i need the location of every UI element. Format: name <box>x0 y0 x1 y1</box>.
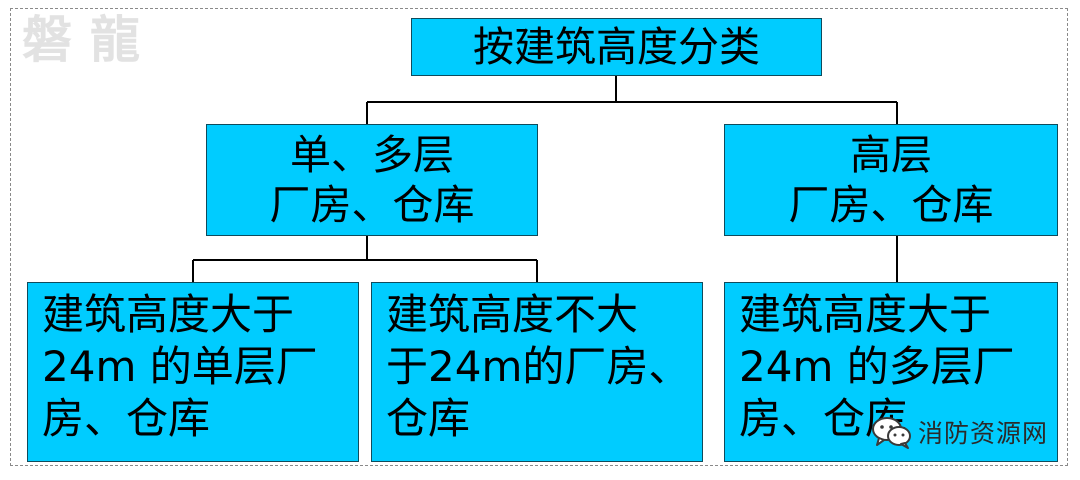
source-watermark: 消防资源网 <box>870 414 1048 450</box>
logo-watermark: 磐龍 <box>22 11 158 69</box>
leaf-single-storey-over-24m: 建筑高度大于 24m 的单层厂 房、仓库 <box>27 282 359 462</box>
node-label-line1: 高层 <box>850 131 932 179</box>
leaf-line3: 房、仓库 <box>42 394 211 443</box>
node-label-line1: 单、多层 <box>290 131 454 179</box>
diagram-frame <box>10 8 1068 466</box>
leaf-line2: 24m 的单层厂 <box>42 342 318 391</box>
leaf-line2: 24m 的多层厂 <box>739 342 1015 391</box>
watermark-text: 消防资源网 <box>918 419 1049 448</box>
leaf-line1: 建筑高度大于 <box>42 290 295 339</box>
leaf-line3: 仓库 <box>386 394 471 443</box>
node-high-rise: 高层 厂房、仓库 <box>724 124 1058 236</box>
leaf-multi-storey-over-24m: 建筑高度大于 24m 的多层厂 房、仓库 <box>724 282 1058 462</box>
node-single-multi-storey: 单、多层 厂房、仓库 <box>206 124 538 236</box>
leaf-line1: 建筑高度不大 <box>386 290 639 339</box>
node-label-line2: 厂房、仓库 <box>269 181 475 229</box>
node-label-line2: 厂房、仓库 <box>788 181 994 229</box>
root-node: 按建筑高度分类 <box>411 18 822 76</box>
wechat-icon <box>872 417 911 449</box>
leaf-not-over-24m: 建筑高度不大 于24m的厂房、 仓库 <box>371 282 703 462</box>
leaf-line2: 于24m的厂房、 <box>386 342 691 391</box>
leaf-line1: 建筑高度大于 <box>739 290 992 339</box>
root-label: 按建筑高度分类 <box>473 23 760 71</box>
